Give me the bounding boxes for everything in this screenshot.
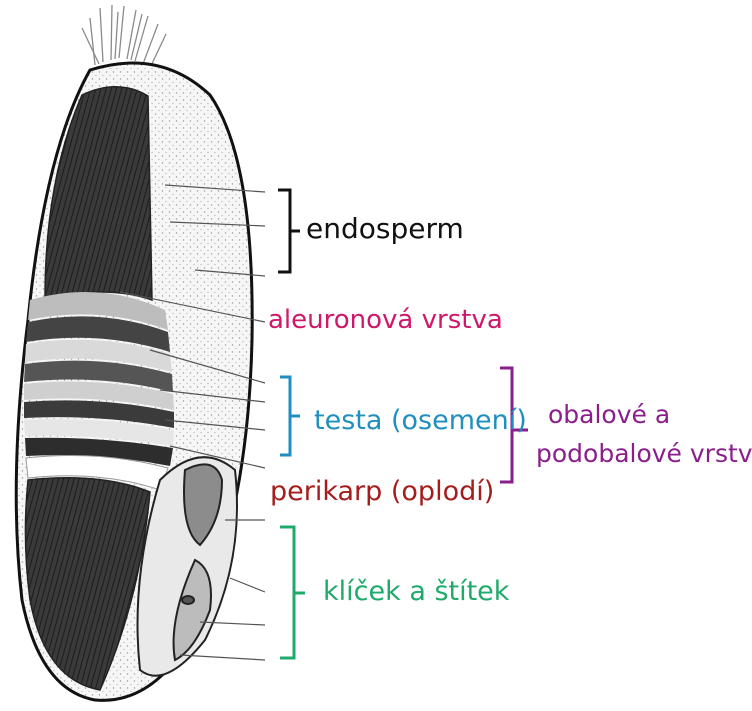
- label-testa: testa (osemení): [314, 407, 527, 434]
- label-aleuronova-vrstva: aleuronová vrstva: [268, 307, 503, 333]
- endosperm-bracket: [278, 190, 300, 272]
- label-obalove-line2: podobalové vrstvy: [536, 441, 752, 466]
- testa-bracket: [280, 377, 300, 455]
- label-obalove-line1: obalové a: [548, 402, 670, 427]
- klicek-bracket: [280, 527, 305, 658]
- grain-brush: [82, 5, 166, 68]
- grain-cut-face-upper: [45, 87, 152, 300]
- label-endosperm: endosperm: [306, 215, 464, 243]
- label-perikarp: perikarp (oplodí): [270, 478, 494, 505]
- label-klicek-a-stitek: klíček a štítek: [323, 578, 509, 605]
